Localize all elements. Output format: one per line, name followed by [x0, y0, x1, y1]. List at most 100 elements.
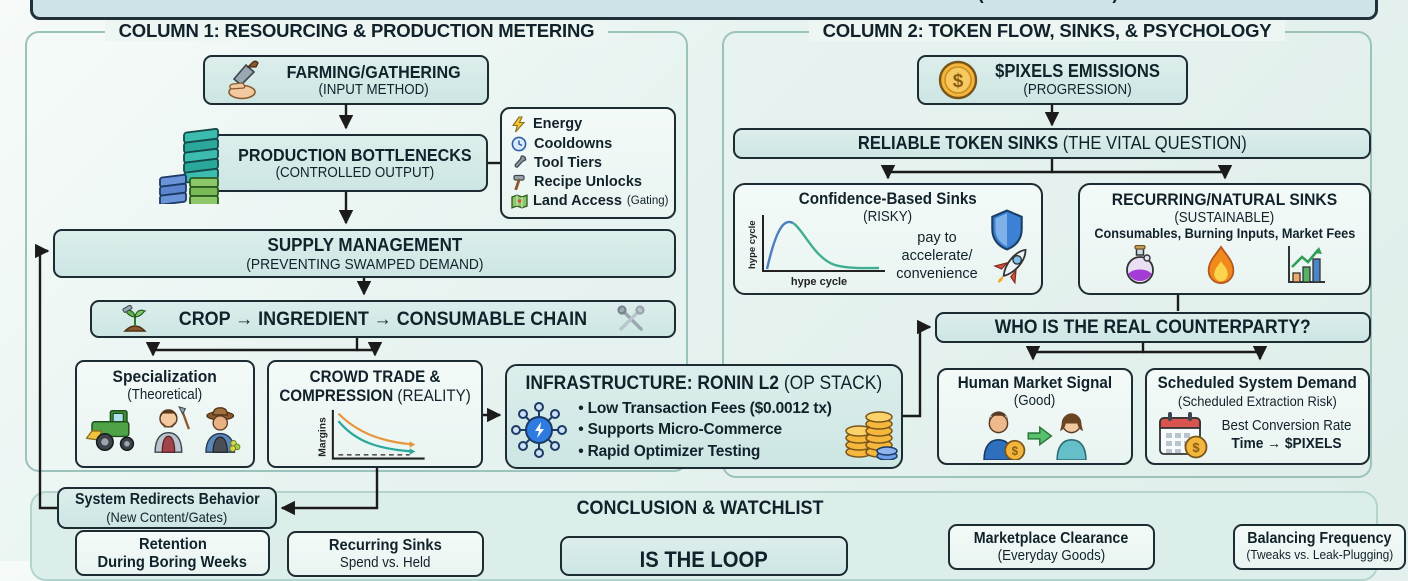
counterparty-box: WHO IS THE REAL COUNTERPARTY? — [935, 312, 1371, 343]
top-title-bar: CORE PREMISE: THE SUSTAINABILITY LOOP AS… — [30, 0, 1378, 20]
recurring-natural-box: RECURRING/NATURAL SINKS (SUSTAINABLE) Co… — [1078, 183, 1371, 295]
svg-text:$: $ — [953, 71, 964, 92]
infrastructure-bullets: Low Transaction Fees ($0.0012 tx) Suppor… — [578, 398, 832, 462]
harvester-icon — [86, 410, 135, 452]
gating-item-label: Energy — [533, 116, 583, 133]
coin-stacks-icon — [844, 411, 898, 460]
column2-container: COLUMN 2: TOKEN FLOW, SINKS, & PSYCHOLOG… — [722, 20, 1372, 478]
scheduled-demand-box: Scheduled System Demand (Scheduled Extra… — [1145, 368, 1370, 465]
specialization-subtitle: (Theoretical) — [127, 386, 203, 403]
margins-chart: Margins — [317, 409, 425, 460]
potion-icon — [1125, 245, 1154, 284]
gating-item-label: Tool Tiers — [534, 154, 602, 171]
crowd-title-suffix: (REALITY) — [397, 386, 471, 405]
gating-item-label: Recipe Unlocks — [534, 174, 642, 191]
farming-box: FARMING/GATHERING (INPUT METHOD) — [203, 55, 489, 105]
specialization-title: Specialization — [112, 367, 218, 386]
farmer-shovel-icon — [154, 406, 190, 454]
infrastructure-box: INFRASTRUCTURE: RONIN L2 (OP STACK) Low … — [505, 364, 903, 469]
crop-chain-title: CROP → INGREDIENT → CONSUMABLE CHAIN — [178, 307, 588, 330]
crowd-title-line1: CROWD TRADE & — [309, 368, 441, 386]
infrastructure-title: INFRASTRUCTURE: RONIN L2 — [525, 373, 780, 394]
growth-chart-icon — [1287, 246, 1325, 284]
balancing-title: Balancing Frequency — [1247, 530, 1392, 547]
counterparty-title: WHO IS THE REAL COUNTERPARTY? — [995, 316, 1311, 338]
map-icon — [511, 194, 528, 209]
infrastructure-title-suffix: (OP STACK) — [783, 373, 883, 394]
scheduled-note2: Time → $PIXELS — [1231, 434, 1342, 452]
retention-title: Retention — [138, 536, 207, 553]
recurring-sinks-title: Recurring Sinks — [329, 537, 442, 554]
clock-icon — [511, 136, 527, 152]
hype-xlabel: hype cycle — [791, 276, 847, 288]
production-title: PRODUCTION BOTTLENECKS — [238, 144, 472, 165]
scheduled-title: Scheduled System Demand — [1157, 374, 1358, 392]
farming-title: FARMING/GATHERING — [286, 61, 461, 82]
supply-subtitle: (PREVENTING SWAMPED DEMAND) — [245, 255, 484, 273]
crop-chain-box: CROP → INGREDIENT → CONSUMABLE CHAIN — [90, 300, 676, 338]
hype-ylabel: hype cycle — [747, 220, 758, 269]
rocket-icon — [993, 248, 1027, 285]
marketplace-title: Marketplace Clearance — [974, 530, 1129, 547]
recurring-desc: Consumables, Burning Inputs, Market Fees — [1094, 226, 1355, 242]
confidence-sinks-box: Confidence-Based Sinks (RISKY) hype cycl… — [733, 183, 1043, 295]
svg-text:$: $ — [1192, 440, 1200, 455]
people-coin-transfer-icon: $ — [983, 411, 1087, 460]
redirects-subtitle: (New Content/Gates) — [106, 508, 228, 525]
recurring-title: RECURRING/NATURAL SINKS — [1111, 190, 1338, 209]
pixels-emissions-box: $ $PIXELS EMISSIONS (PROGRESSION) — [917, 55, 1188, 105]
reliable-title-suffix: (THE VITAL QUESTION) — [1062, 133, 1247, 154]
hype-cycle-chart: hype cycle hype cycle — [747, 215, 885, 288]
conclusion-header: CONCLUSION & WATCHLIST — [576, 497, 824, 519]
column1-container: COLUMN 1: RESOURCING & PRODUCTION METERI… — [25, 20, 688, 472]
confidence-note: pay to accelerate/ convenience — [896, 230, 978, 283]
gating-item-suffix: (Gating) — [626, 195, 669, 208]
supply-title: SUPPLY MANAGEMENT — [267, 234, 462, 256]
redirects-title: System Redirects Behavior — [74, 491, 260, 509]
flame-icon — [1207, 245, 1234, 285]
confidence-title: Confidence-Based Sinks — [799, 190, 977, 208]
human-signal-box: Human Market Signal (Good) $ — [937, 368, 1133, 465]
scheduled-subtitle: (Scheduled Extraction Risk) — [1178, 392, 1337, 409]
connector-arrows — [35, 104, 1268, 516]
gating-list-box: Energy Cooldowns Tool Tiers Recipe Unloc… — [500, 107, 676, 219]
reliable-title: RELIABLE TOKEN SINKS — [857, 133, 1058, 154]
crowd-trade-box: CROWD TRADE & COMPRESSION (REALITY) Marg… — [267, 360, 483, 468]
margins-ylabel: Margins — [317, 417, 328, 457]
svg-text:$: $ — [1012, 446, 1019, 458]
production-subtitle: (CONTROLLED OUTPUT) — [275, 164, 435, 181]
emissions-title: $PIXELS EMISSIONS — [995, 61, 1160, 82]
top-title: CORE PREMISE: THE SUSTAINABILITY LOOP AS… — [290, 0, 1119, 17]
human-subtitle: (Good) — [1014, 392, 1056, 409]
network-hub-icon — [511, 401, 568, 458]
supply-management-box: SUPPLY MANAGEMENT (PREVENTING SWAMPED DE… — [53, 229, 676, 278]
hammer-icon — [513, 175, 525, 191]
reliable-sinks-box: RELIABLE TOKEN SINKS (THE VITAL QUESTION… — [733, 128, 1371, 159]
balancing-subtitle: (Tweaks vs. Leak-Plugging) — [1246, 546, 1393, 562]
shield-icon — [991, 209, 1023, 251]
emissions-subtitle: (PROGRESSION) — [1023, 82, 1132, 98]
column2-header: COLUMN 2: TOKEN FLOW, SINKS, & PSYCHOLOG… — [808, 20, 1286, 41]
hand-trowel-icon — [228, 60, 259, 100]
stacked-cubes-icon — [159, 128, 219, 204]
sprout-icon — [122, 305, 147, 332]
farming-subtitle: (INPUT METHOD) — [318, 81, 429, 98]
crossed-tools-icon — [617, 305, 645, 331]
gating-item-label: Cooldowns — [534, 135, 613, 152]
farmer-hat-icon — [205, 407, 241, 454]
dollar-coin-icon: $ — [938, 60, 978, 100]
wrench-icon — [514, 155, 527, 168]
column1-header: COLUMN 1: RESOURCING & PRODUCTION METERI… — [104, 20, 609, 41]
recurring-subtitle: (SUSTAINABLE) — [1174, 209, 1275, 226]
human-title: Human Market Signal — [957, 374, 1113, 392]
marketplace-subtitle: (Everyday Goods) — [997, 547, 1106, 564]
system-redirects-box: System Redirects Behavior (New Content/G… — [57, 487, 277, 529]
specialization-box: Specialization (Theoretical) — [75, 360, 255, 468]
calendar-coin-icon: $ — [1159, 412, 1208, 459]
scheduled-note1: Best Conversion Rate — [1221, 418, 1352, 435]
crowd-title-line2: COMPRESSION — [279, 386, 394, 405]
production-bottlenecks-box: PRODUCTION BOTTLENECKS (CONTROLLED OUTPU… — [196, 134, 488, 192]
confidence-subtitle: (RISKY) — [863, 208, 913, 225]
lightning-icon — [511, 116, 526, 133]
gating-item-label: Land Access — [533, 193, 622, 210]
